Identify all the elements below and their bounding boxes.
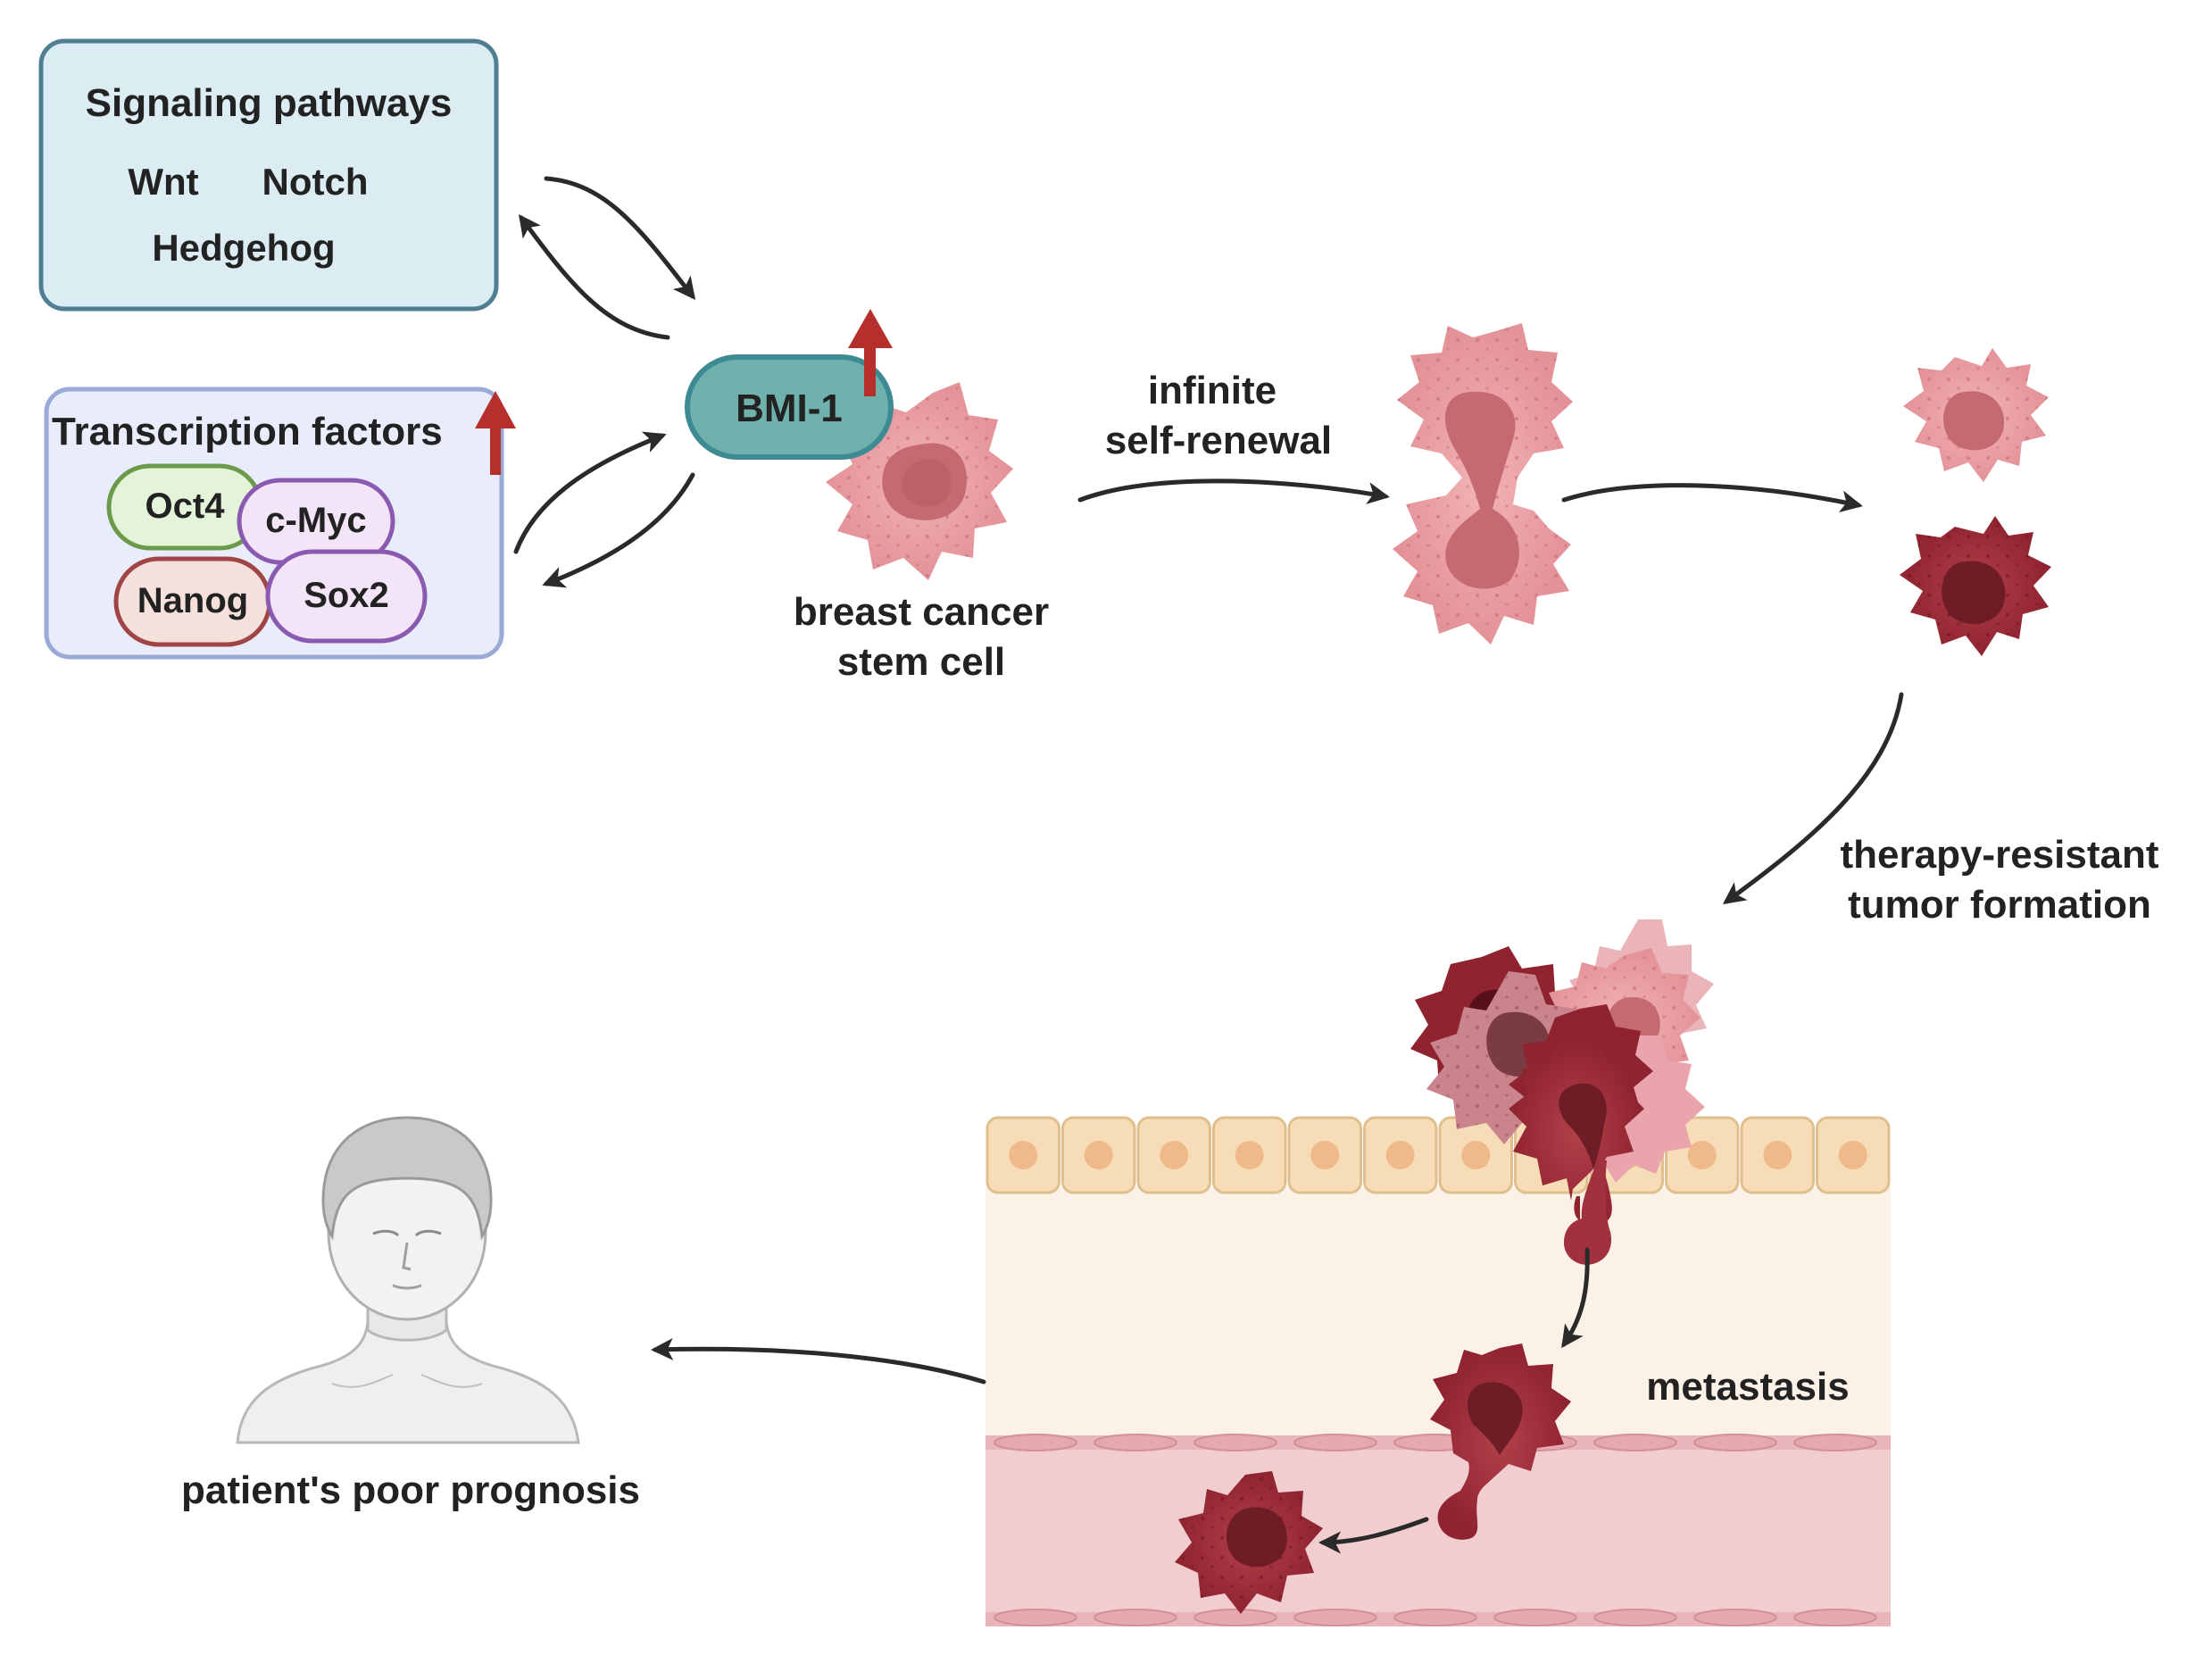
- epithelial-cell: [1363, 1116, 1438, 1194]
- factor-cmyc: c-Myc: [237, 478, 395, 565]
- endothelial-cell: [1493, 1609, 1577, 1626]
- endothelial-cell: [1393, 1609, 1477, 1626]
- arrow-in-vessel: [1318, 1517, 1429, 1554]
- epithelial-cell: [1816, 1116, 1891, 1194]
- pathway-hedgehog: Hedgehog: [152, 227, 335, 269]
- epithelial-cell: [1740, 1116, 1815, 1194]
- circulating-cell-icon: [1430, 1343, 1571, 1540]
- epithelial-cell: [985, 1116, 1060, 1194]
- arrow-bmi-to-tf: [542, 472, 695, 588]
- epithelium-row: [985, 1116, 1891, 1194]
- endothelial-cell: [1693, 1434, 1777, 1451]
- endothelial-cell: [1793, 1434, 1877, 1451]
- arrow-bmi-to-signaling: [519, 213, 670, 340]
- arrow-signaling-to-bmi: [544, 176, 696, 300]
- dividing-cell-icon: [1393, 323, 1573, 645]
- vessel-endothelium: [994, 1434, 1877, 1626]
- endothelial-cell: [1593, 1434, 1677, 1451]
- transcription-factors-title: Transcription factors: [52, 410, 443, 453]
- tumor-cluster-icon: [1410, 919, 1714, 1227]
- factor-cmyc-label: c-Myc: [265, 501, 366, 540]
- arrow-division: [1561, 483, 1863, 513]
- arrow-therapy-resistant: [1722, 692, 1904, 904]
- epithelial-cell: [1287, 1116, 1362, 1194]
- factor-nanog-label: Nanog: [137, 581, 248, 620]
- transcription-factors-box: Transcription factors Oct4 c-Myc Nanog S…: [44, 387, 516, 660]
- interaction-arrows: [513, 176, 696, 588]
- endothelial-cell: [1193, 1434, 1277, 1451]
- stem-cell-label-line2: stem cell: [837, 640, 1005, 684]
- patient-label: patient's poor prognosis: [181, 1468, 640, 1512]
- daughter-cell-dark-icon: [1900, 516, 2051, 656]
- therapy-label-line1: therapy-resistant: [1840, 833, 2158, 877]
- metastasis-label: metastasis: [1646, 1365, 1849, 1409]
- arrow-to-patient: [651, 1337, 986, 1385]
- up-arrow-icon: [475, 391, 516, 475]
- therapy-label-line2: tumor formation: [1848, 883, 2151, 927]
- migrating-cell-icon: [1564, 1159, 1612, 1265]
- epithelial-cell: [1438, 1116, 1513, 1194]
- bmi1-badge: BMI-1: [685, 354, 894, 460]
- vessel-tumor-cell-icon: [1175, 1471, 1323, 1614]
- factor-nanog: Nanog: [113, 556, 272, 647]
- factor-sox2-label: Sox2: [304, 576, 389, 615]
- bmi1-label: BMI-1: [736, 387, 843, 430]
- arrow-self-renewal: [1077, 478, 1390, 504]
- endothelial-cell: [1094, 1434, 1177, 1451]
- patient-icon: [236, 1116, 580, 1444]
- endothelial-cell: [1293, 1434, 1377, 1451]
- endothelial-cell: [1094, 1609, 1177, 1626]
- epithelial-cell: [1212, 1116, 1287, 1194]
- endothelial-cell: [994, 1434, 1077, 1451]
- signaling-pathways-title: Signaling pathways: [86, 81, 453, 125]
- endothelial-cell: [1293, 1609, 1377, 1626]
- factor-oct4-label: Oct4: [146, 487, 226, 526]
- endothelial-cell: [994, 1609, 1077, 1626]
- stem-cell-label-line1: breast cancer: [794, 590, 1049, 634]
- endothelial-cell: [1793, 1609, 1877, 1626]
- pathway-wnt: Wnt: [128, 161, 198, 203]
- endothelial-cell: [1193, 1609, 1277, 1626]
- up-arrow-icon: [848, 309, 893, 396]
- epithelial-cell: [1136, 1116, 1211, 1194]
- endothelial-cell: [1693, 1609, 1777, 1626]
- pathway-notch: Notch: [262, 161, 369, 203]
- self-renewal-label-line2: self-renewal: [1105, 419, 1332, 462]
- daughter-cell-light-icon: [1903, 348, 2049, 482]
- self-renewal-label-line1: infinite: [1148, 369, 1276, 412]
- arrow-intravasation: [1561, 1247, 1590, 1349]
- factor-sox2: Sox2: [265, 549, 428, 644]
- factor-oct4: Oct4: [106, 463, 263, 551]
- epithelial-cell: [1061, 1116, 1136, 1194]
- arrow-tf-to-bmi: [513, 431, 667, 554]
- signaling-pathways-box: Signaling pathways Wnt Notch Hedgehog: [38, 38, 499, 312]
- endothelial-cell: [1593, 1609, 1677, 1626]
